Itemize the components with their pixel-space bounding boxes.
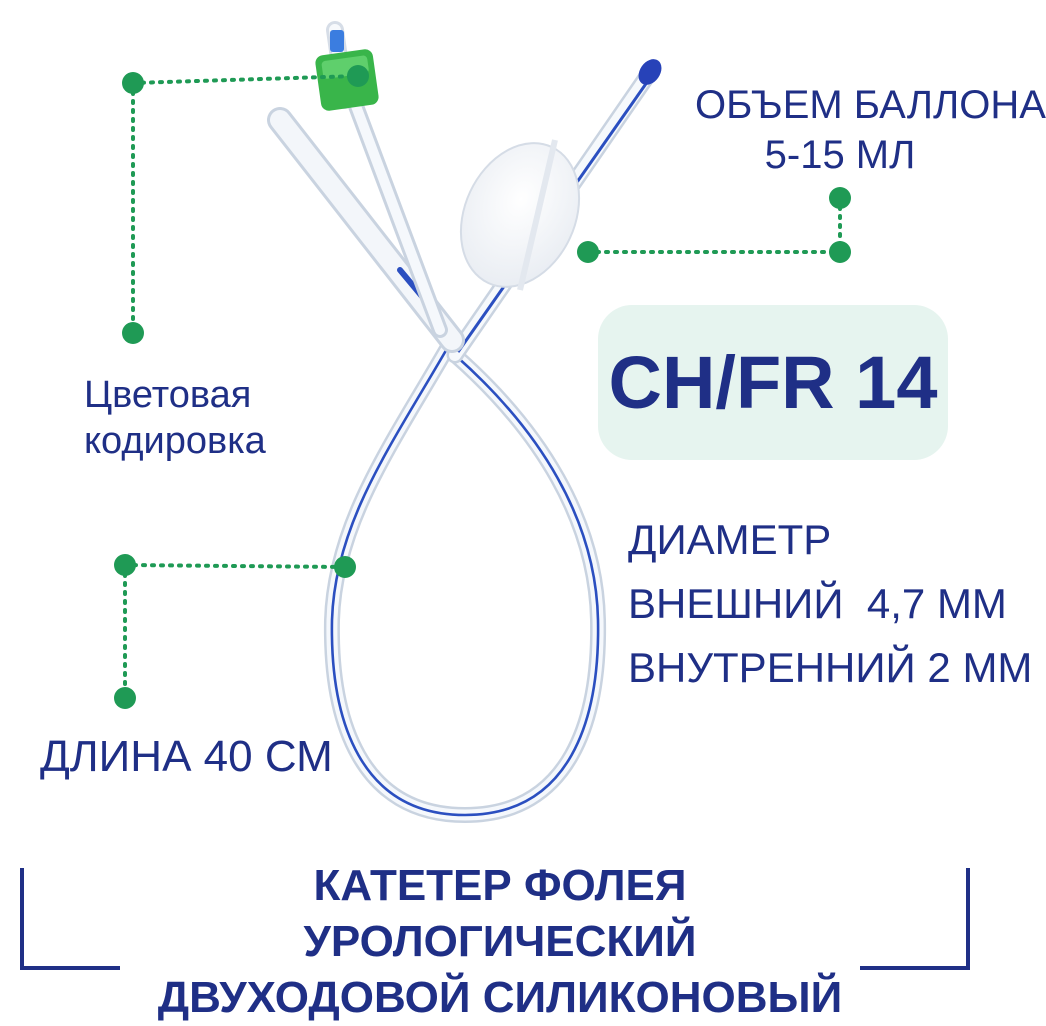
color-coding-label: Цветовая кодировка — [84, 374, 266, 462]
callout-lines — [123, 74, 842, 700]
diameter-title: ДИАМЕТР — [628, 516, 832, 563]
balloon-volume-label: ОБЪЕМ БАЛЛОНА 5-15 МЛ — [695, 83, 1046, 177]
diameter-inner: ВНУТРЕННИЙ 2 ММ — [628, 644, 1033, 691]
product-card: Цветовая кодировка ДЛИНА 40 СМ ОБЪЕМ БАЛ… — [20, 21, 1046, 1022]
size-badge: CH/FR 14 — [598, 305, 948, 460]
corner-bracket-icon — [20, 868, 970, 970]
product-title-line2: ДВУХОДОВОЙ СИЛИКОНОВЫЙ — [157, 973, 843, 1022]
product-title-line1: КАТЕТЕР ФОЛЕЯ УРОЛОГИЧЕСКИЙ — [303, 861, 697, 966]
catheter-loop — [323, 332, 607, 824]
diameter-outer: ВНЕШНИЙ 4,7 ММ — [628, 580, 1007, 627]
callout-dot-icon — [114, 65, 851, 709]
catheter-tip — [638, 59, 662, 85]
color-coded-valve-icon — [315, 30, 379, 111]
product-title: КАТЕТЕР ФОЛЕЯ УРОЛОГИЧЕСКИЙ ДВУХОДОВОЙ С… — [120, 858, 880, 1026]
length-label: ДЛИНА 40 СМ — [40, 732, 333, 781]
balloon — [459, 139, 581, 291]
catheter-size-value: CH/FR 14 — [608, 341, 938, 424]
diameter-block: ДИАМЕТР ВНЕШНИЙ 4,7 ММ ВНУТРЕННИЙ 2 ММ — [628, 508, 1032, 700]
catheter-illustration — [20, 21, 970, 970]
